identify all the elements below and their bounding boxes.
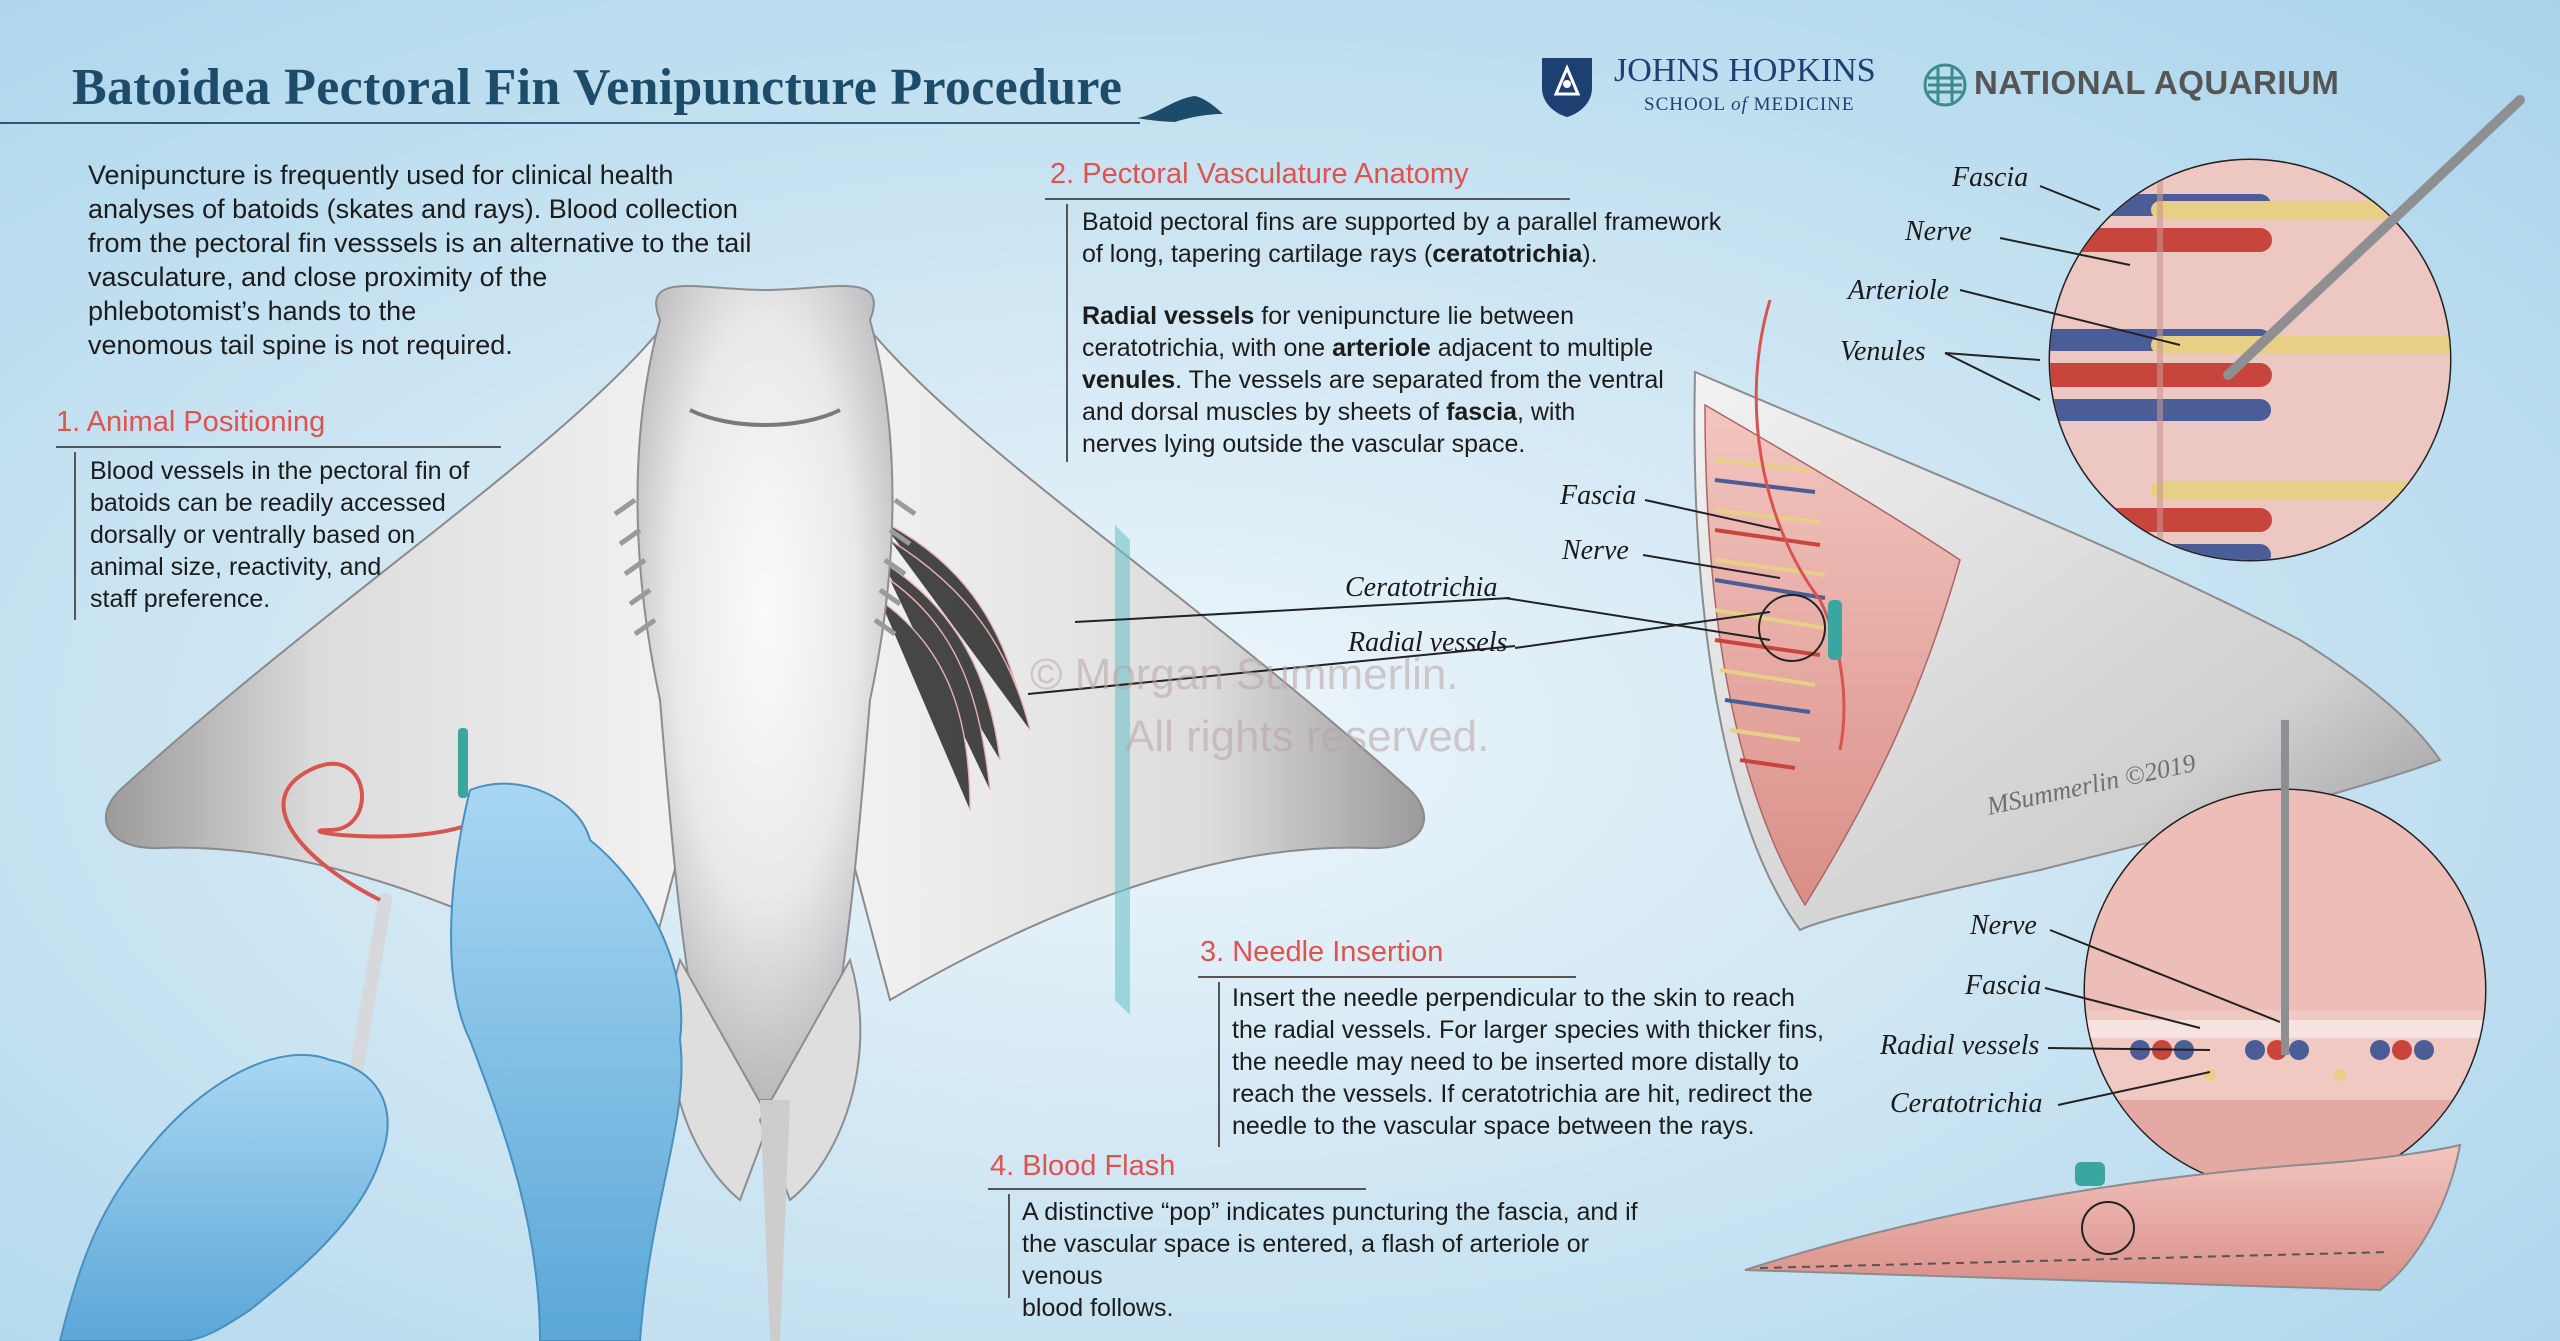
johns-hopkins-name: JOHNS HOPKINS: [1614, 52, 1876, 89]
jh-of-word: of: [1731, 94, 1748, 115]
section-3-text: Insert the needle perpendicular to the s…: [1232, 982, 1852, 1142]
text-run: ceratotrichia, with one: [1082, 334, 1333, 362]
label-radial-vessels: Radial vessels: [1348, 627, 1508, 658]
national-aquarium-name: NATIONAL AQUARIUM: [1974, 64, 2340, 101]
section-2-line: ceratotrichia, with one arteriole adjace…: [1082, 332, 1782, 364]
section-2-line: and dorsal muscles by sheets of fascia, …: [1082, 396, 1782, 428]
paragraph-gap: [1082, 270, 1782, 300]
johns-hopkins-school: SCHOOL of MEDICINE: [1644, 94, 1854, 116]
section-2-line: venules. The vessels are separated from …: [1082, 364, 1782, 396]
intro-line: Venipuncture is frequently used for clin…: [88, 160, 674, 190]
intro-paragraph: Venipuncture is frequently used for clin…: [88, 158, 808, 362]
text-run: ).: [1582, 240, 1598, 268]
label-circle-venules: Venules: [1840, 336, 1926, 367]
label-cross-radial-vessels: Radial vessels: [1880, 1030, 2040, 1061]
section-2-line: Batoid pectoral fins are supported by a …: [1082, 208, 1722, 236]
term-ceratotrichia: ceratotrichia: [1432, 240, 1583, 268]
label-cross-ceratotrichia: Ceratotrichia: [1890, 1088, 2043, 1119]
text-run: and dorsal muscles by sheets of: [1082, 398, 1447, 426]
term-arteriole: arteriole: [1332, 334, 1431, 362]
ray-silhouette-icon: [1137, 96, 1223, 122]
watermark-rights: All rights reserved.: [1125, 712, 1490, 761]
label-circle-fascia: Fascia: [1952, 162, 2029, 193]
intro-line: from the pectoral fin vesssels is an alt…: [88, 228, 752, 258]
section-1-bar: [74, 452, 76, 620]
intro-line: vasculature, and close proximity of the: [88, 262, 548, 292]
johns-hopkins-shield-icon: [1542, 58, 1592, 117]
section-3-bar: [1218, 982, 1220, 1147]
section-3-line: the needle may need to be inserted more …: [1232, 1048, 1800, 1076]
label-cross-fascia: Fascia: [1965, 970, 2042, 1001]
section-3-heading: 3. Needle Insertion: [1200, 936, 1444, 968]
label-circle-nerve: Nerve: [1905, 216, 1972, 247]
label-fin-fascia: Fascia: [1560, 480, 1637, 511]
section-1-line: animal size, reactivity, and: [90, 553, 382, 581]
term-fascia: fascia: [1446, 398, 1517, 426]
intro-line: phlebotomist’s hands to the: [88, 296, 417, 326]
section-1-rule: [56, 446, 501, 448]
section-1-line: staff preference.: [90, 585, 271, 613]
section-4-line: A distinctive “pop” indicates puncturing…: [1022, 1198, 1638, 1226]
term-radial-vessels: Radial vessels: [1082, 302, 1255, 330]
section-2-bar: [1066, 204, 1068, 462]
section-2-line: nerves lying outside the vascular space.: [1082, 430, 1526, 458]
section-1-line: Blood vessels in the pectoral fin of: [90, 457, 470, 485]
section-4-rule: [988, 1188, 1366, 1190]
intro-line: analyses of batoids (skates and rays). B…: [88, 194, 738, 224]
johns-hopkins-logo: JOHNS HOPKINS SCHOOL of MEDICINE: [1540, 52, 1880, 122]
label-cross-nerve: Nerve: [1970, 910, 2037, 941]
section-3-line: Insert the needle perpendicular to the s…: [1232, 984, 1795, 1012]
section-2-heading: 2. Pectoral Vasculature Anatomy: [1050, 158, 1469, 190]
text-run: . The vessels are separated from the ven…: [1175, 366, 1664, 394]
section-3-line: the radial vessels. For larger species w…: [1232, 1016, 1824, 1044]
intro-line: venomous tail spine is not required.: [88, 330, 513, 360]
section-2-line: Radial vessels for venipuncture lie betw…: [1082, 300, 1782, 332]
jh-school-word: SCHOOL: [1644, 94, 1726, 115]
page-title: Batoidea Pectoral Fin Venipuncture Proce…: [72, 59, 1123, 116]
section-3-line: reach the vessels. If ceratotrichia are …: [1232, 1080, 1813, 1108]
section-1-line: batoids can be readily accessed: [90, 489, 446, 517]
label-fin-nerve: Nerve: [1562, 535, 1629, 566]
label-circle-arteriole: Arteriole: [1848, 275, 1950, 306]
section-4-text: A distinctive “pop” indicates puncturing…: [1022, 1196, 1662, 1324]
section-4-heading: 4. Blood Flash: [990, 1150, 1176, 1182]
section-1-line: dorsally or ventrally based on: [90, 521, 416, 549]
section-2-text: Batoid pectoral fins are supported by a …: [1082, 206, 1782, 460]
watermark-copyright: © Morgan Summerlin.: [1030, 650, 1459, 699]
text-run: adjacent to multiple: [1430, 334, 1654, 362]
jh-medicine-word: MEDICINE: [1753, 94, 1855, 115]
section-4-line: blood follows.: [1022, 1294, 1174, 1322]
text-run: , with: [1516, 398, 1576, 426]
label-ceratotrichia: Ceratotrichia: [1345, 572, 1498, 603]
term-venules: venules: [1082, 366, 1176, 394]
text-run: for venipuncture lie between: [1254, 302, 1574, 330]
section-1-heading: 1. Animal Positioning: [56, 406, 326, 438]
title-underline: [0, 122, 1140, 124]
section-4-line: the vascular space is entered, a flash o…: [1022, 1230, 1589, 1290]
section-1-text: Blood vessels in the pectoral fin of bat…: [90, 455, 530, 615]
text-run: of long, tapering cartilage rays (: [1082, 240, 1433, 268]
section-3-rule: [1198, 976, 1576, 978]
section-2-line: of long, tapering cartilage rays (cerato…: [1082, 238, 1782, 270]
section-3-line: needle to the vascular space between the…: [1232, 1112, 1755, 1140]
national-aquarium-logo: NATIONAL AQUARIUM: [1922, 60, 2342, 110]
national-aquarium-emblem-icon: [1923, 63, 1967, 107]
section-4-bar: [1008, 1194, 1010, 1298]
section-2-rule: [1045, 198, 1570, 200]
